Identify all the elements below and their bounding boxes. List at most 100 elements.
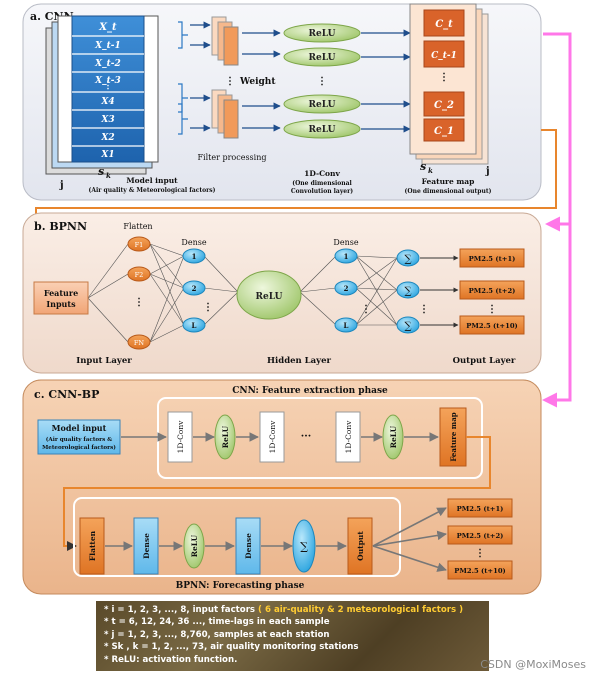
relu-label-2: ReLU — [309, 53, 336, 63]
stack-label-x3: X3 — [100, 115, 114, 125]
pm-output-label-2: PM2.5 (t+2) — [469, 287, 516, 295]
sum-dots: ⋮ — [419, 304, 429, 315]
feature-map-label: Feature map — [422, 177, 475, 186]
bpnn-title: b. BPNN — [34, 220, 87, 233]
dense-label-2: Dense — [333, 238, 358, 247]
relu-block-2 — [382, 414, 404, 460]
sum-block — [292, 519, 316, 573]
dense2-dots: ⋮ — [361, 304, 371, 315]
flatten-node-f1 — [127, 236, 151, 252]
forecasting-box — [73, 497, 401, 577]
sum-label-3: ∑ — [404, 321, 412, 332]
model-input-sub: (Air quality & Meteorological factors) — [88, 187, 215, 194]
cnnbp-pm-box-3 — [447, 560, 513, 580]
cnnbp-pm-label-1: PM2.5 (t+1) — [457, 505, 504, 513]
input-stack: X_t X_t-1 X_t-2 X_t-3 ⋮ X4 X3 X2 X1 j s … — [45, 15, 216, 194]
hidden-layer-label: Hidden Layer — [267, 356, 332, 366]
filter-processing-label: Filter processing — [197, 153, 266, 162]
fm-sk-sub: k — [428, 166, 433, 175]
dense2-node-label-2: 2 — [344, 284, 349, 293]
sum-block-label: ∑ — [300, 540, 308, 553]
output-block-label: Output — [356, 531, 365, 561]
conv-title: 1D-Conv — [304, 169, 340, 178]
cnnbp-model-input-sub-2: Meteorological factors) — [42, 444, 116, 451]
pm-output-box-2 — [459, 280, 525, 300]
sum-node-3 — [396, 316, 420, 334]
legend-line-3: * j = 1, 2, 3, ..., 8,760, samples at ea… — [104, 629, 330, 640]
feature-map-sub: (One dimensional output) — [405, 188, 492, 195]
weight-dots: ⋮ — [225, 76, 235, 87]
pm-output-box-1 — [459, 248, 525, 268]
cnnbp-panel: c. CNN-BP CNN: Feature extraction phase … — [22, 379, 542, 595]
dense1-dots: ⋮ — [203, 302, 213, 313]
phase2-title: BPNN: Forecasting phase — [176, 581, 305, 591]
f-node-label-n: FN — [134, 339, 145, 347]
orange-connector — [35, 129, 557, 222]
relu-column: ReLU ReLU ReLU ReLU ⋮ 1D-Conv (One dimen… — [283, 23, 411, 195]
cnnbp-pm-label-3: PM2.5 (t+10) — [454, 567, 506, 575]
sk-sub: k — [106, 171, 111, 180]
hidden-relu-node — [236, 270, 302, 320]
legend-line-1-highlight: ( 6 air-quality & 2 meteorological facto… — [258, 605, 464, 615]
pm-output-label-3: PM2.5 (t+10) — [466, 322, 518, 330]
relu-label-c2: ReLU — [389, 425, 398, 448]
conv-block-2 — [259, 411, 285, 463]
legend-line-4: * Sk , k = 1, 2, ..., 73, air quality mo… — [104, 642, 359, 653]
orange-route — [63, 436, 491, 551]
stack-label-x2: X2 — [100, 133, 114, 143]
cnnbp-model-input-box — [37, 419, 121, 455]
dense1-node-l — [182, 317, 206, 333]
cnnbp-pm-box-1 — [447, 498, 513, 518]
cnnbp-pm-dots: ⋮ — [475, 548, 485, 559]
fm-j-label: j — [485, 166, 490, 177]
model-input-label: Model input — [126, 176, 178, 185]
conv-ellipsis: ··· — [301, 431, 311, 442]
dense2-node-l — [334, 317, 358, 333]
dense-block-1 — [133, 517, 159, 575]
stack-label-xt3: X_t-3 — [94, 76, 121, 86]
j-label: j — [59, 180, 64, 191]
dense1-node-label-l: L — [192, 321, 197, 330]
flatten-node-fn — [127, 334, 151, 350]
conv-sub-1: (One dimensional — [292, 180, 352, 187]
dense1-node-label-1: 1 — [192, 252, 197, 261]
conv-block-1 — [167, 411, 193, 463]
architecture-diagram: a. CNN X_t X_t-1 X_t-2 X_t-3 ⋮ X4 X3 X2 … — [22, 3, 572, 595]
cnnbp-model-input-sub-1: (Air quality factors & — [46, 436, 113, 443]
c-label-1: C_1 — [434, 126, 454, 137]
cnnbp-pm-label-2: PM2.5 (t+2) — [457, 532, 504, 540]
stack-dots: ⋮ — [104, 80, 113, 91]
feature-inputs-line-1: Feature — [44, 288, 78, 298]
cnn-panel: a. CNN X_t X_t-1 X_t-2 X_t-3 ⋮ X4 X3 X2 … — [22, 3, 542, 201]
legend-line-5: * ReLU: activation function. — [104, 654, 238, 665]
input-layer-label: Input Layer — [76, 356, 132, 366]
dense2-node-1 — [334, 248, 358, 264]
phase1-title: CNN: Feature extraction phase — [232, 386, 388, 396]
pm-output-label-1: PM2.5 (t+1) — [469, 255, 516, 263]
conv-sub-2: Convolution layer) — [291, 188, 353, 195]
conv-label-2: 1D-Conv — [268, 420, 277, 454]
legend-line-1: * i = 1, 2, 3, ..., 8, input factors ( 6… — [104, 604, 481, 616]
output-layer-label: Output Layer — [453, 356, 516, 366]
bpnn-connections — [87, 243, 398, 343]
sum-node-1 — [396, 249, 420, 267]
cnnbp-pm-box-2 — [447, 525, 513, 545]
flatten-node-f2 — [127, 266, 151, 282]
legend-box: * i = 1, 2, 3, ..., 8, input factors ( 6… — [96, 601, 489, 671]
stack-label-xt: X_t — [98, 22, 117, 33]
filters: ⋮ Weight Filter processing — [178, 16, 281, 162]
pm-dots: ⋮ — [487, 304, 497, 315]
cnnbp-model-input-label: Model input — [52, 423, 107, 433]
dense-label-1: Dense — [181, 238, 206, 247]
sum-node-2 — [396, 281, 420, 299]
stack-label-x4: X4 — [100, 97, 114, 107]
c-label-t1: C_t-1 — [431, 51, 457, 61]
f-node-dots: ⋮ — [134, 297, 144, 308]
legend-line-1-main: * i = 1, 2, 3, ..., 8, input factors — [104, 605, 256, 615]
flatten-label: Flatten — [123, 222, 152, 231]
dense2-node-2 — [334, 280, 358, 296]
fm-sk-label: s — [420, 160, 426, 173]
conv-block-3 — [335, 411, 361, 463]
dense1-node-1 — [182, 248, 206, 264]
stack-label-xt1: X_t-1 — [94, 41, 121, 51]
